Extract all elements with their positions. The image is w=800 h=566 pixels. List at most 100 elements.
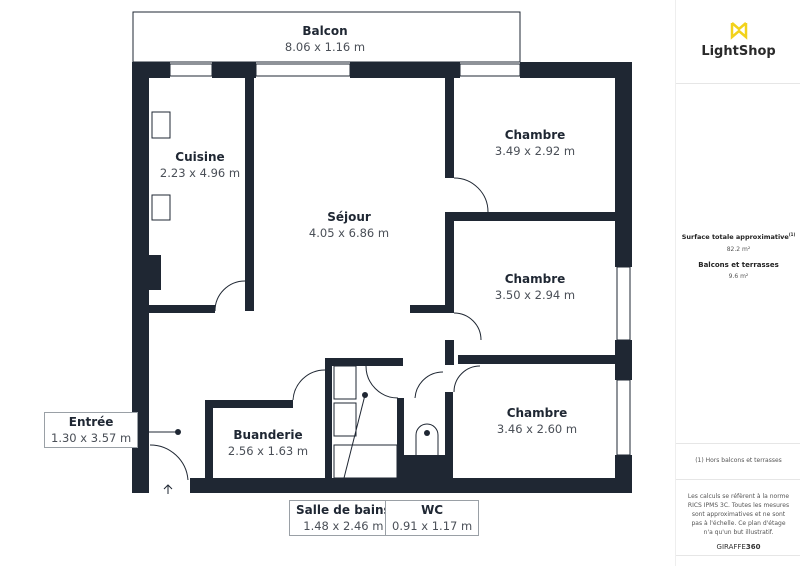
wall: [205, 400, 293, 408]
room-name: Salle de bains: [296, 503, 391, 517]
walls: [132, 62, 632, 493]
door-swing: [365, 365, 399, 399]
logo-text: LightShop: [701, 44, 776, 59]
callout-wc: WC 0.91 x 1.17 m: [385, 500, 480, 536]
brand-a: GIRAFFE: [716, 543, 746, 551]
room-name: Buanderie: [233, 428, 303, 442]
leader-line: [343, 394, 366, 479]
room-name: Balcon: [302, 24, 348, 38]
entry-door-swing: [149, 444, 189, 481]
room-name: Chambre: [504, 272, 566, 286]
wall: [212, 62, 256, 78]
balcony-value: 9.6 m²: [728, 273, 749, 281]
window: [459, 63, 521, 77]
room-name: Cuisine: [175, 150, 225, 164]
door-swing: [414, 371, 444, 399]
door-swing: [214, 280, 246, 312]
window: [616, 266, 631, 341]
wall: [149, 305, 215, 313]
disclaimer: Les calculs se réfèrent à la norme RICS …: [687, 493, 790, 536]
bathtub: [333, 444, 398, 479]
surface-label-text: Surface totale approximative: [681, 233, 789, 242]
room-dims: 0.91 x 1.17 m: [392, 519, 473, 533]
floor-plan: [127, 11, 632, 494]
marker-dot: [362, 392, 368, 398]
wall: [205, 400, 213, 478]
wall: [615, 62, 632, 267]
door-swing: [453, 177, 489, 213]
room-dims: 2.56 x 1.63 m: [227, 444, 309, 458]
wall: [445, 78, 454, 178]
info-sidebar: LightShop Surface totale approximative(1…: [675, 0, 800, 566]
room-dims: 4.05 x 6.86 m: [308, 226, 390, 240]
wall: [445, 340, 454, 365]
entry-arrow-icon: [163, 484, 173, 494]
shelf: [333, 365, 357, 400]
room-dims: 3.49 x 2.92 m: [494, 144, 576, 158]
giraffe360-brand: GIRAFFE360: [686, 543, 791, 551]
wall: [458, 355, 615, 364]
wall: [445, 212, 454, 312]
wall: [397, 398, 404, 478]
wall: [149, 255, 161, 290]
room-label-chambre-2: Chambre 3.50 x 2.94 m: [495, 272, 575, 302]
wall: [615, 340, 632, 380]
room-label-buanderie: Buanderie 2.56 x 1.63 m: [228, 428, 308, 458]
lightshop-logo-icon: [730, 22, 747, 40]
wall: [615, 455, 632, 478]
door-swing: [453, 365, 481, 393]
room-name: Séjour: [327, 210, 371, 224]
room-label-sejour: Séjour 4.05 x 6.86 m: [309, 210, 389, 240]
callout-salle-de-bains: Salle de bains 1.48 x 2.46 m: [289, 500, 398, 536]
wall: [245, 78, 254, 311]
disclaimer-section: Les calculs se réfèrent à la norme RICS …: [676, 480, 800, 556]
logo-section: LightShop: [676, 0, 800, 84]
window: [616, 379, 631, 456]
room-dims: 3.46 x 2.60 m: [496, 422, 578, 436]
stove: [151, 111, 171, 139]
room-dims: 8.06 x 1.16 m: [284, 40, 366, 54]
wall: [445, 212, 615, 221]
shelf: [333, 402, 357, 437]
sink: [151, 194, 171, 221]
wall: [397, 455, 452, 478]
wall: [445, 392, 453, 478]
door-swing: [453, 312, 482, 341]
wall: [350, 62, 460, 78]
room-name: Chambre: [504, 128, 566, 142]
callout-entree: Entrée 1.30 x 3.57 m: [44, 412, 139, 448]
room-dims: 1.48 x 2.46 m: [303, 519, 384, 533]
wall: [132, 62, 149, 493]
wall: [410, 305, 454, 313]
room-label-balcon: Balcon 8.06 x 1.16 m: [285, 24, 365, 54]
surface-label: Surface totale approximative(1): [676, 232, 800, 241]
door-swing: [292, 369, 326, 401]
room-name: Chambre: [506, 406, 568, 420]
balcony-outline: [132, 11, 521, 63]
window: [255, 63, 351, 77]
marker-dot: [175, 429, 181, 435]
brand-b: 360: [745, 543, 761, 551]
footnote-section: (1) Hors balcons et terrasses: [676, 444, 800, 480]
surface-value: 82.2 m²: [726, 246, 751, 254]
marker-dot: [424, 430, 430, 436]
window: [169, 63, 213, 77]
wall: [325, 358, 403, 366]
wall: [190, 478, 632, 493]
room-label-chambre-3: Chambre 3.46 x 2.60 m: [497, 406, 577, 436]
room-label-chambre-1: Chambre 3.49 x 2.92 m: [495, 128, 575, 158]
outlines: [127, 11, 631, 494]
footnote: (1) Hors balcons et terrasses: [695, 457, 782, 464]
wall: [132, 62, 170, 78]
room-dims: 2.23 x 4.96 m: [159, 166, 241, 180]
balcony-label: Balcons et terrasses: [698, 261, 779, 270]
room-dims: 3.50 x 2.94 m: [494, 288, 576, 302]
room-name: Entrée: [68, 415, 114, 429]
room-name: WC: [421, 503, 444, 517]
wall: [520, 62, 632, 78]
toilet: [415, 423, 439, 455]
footnote-mark: (1): [788, 232, 796, 237]
surface-section: Surface totale approximative(1) 82.2 m² …: [676, 84, 800, 444]
room-label-cuisine: Cuisine 2.23 x 4.96 m: [160, 150, 240, 180]
room-dims: 1.30 x 3.57 m: [51, 431, 132, 445]
